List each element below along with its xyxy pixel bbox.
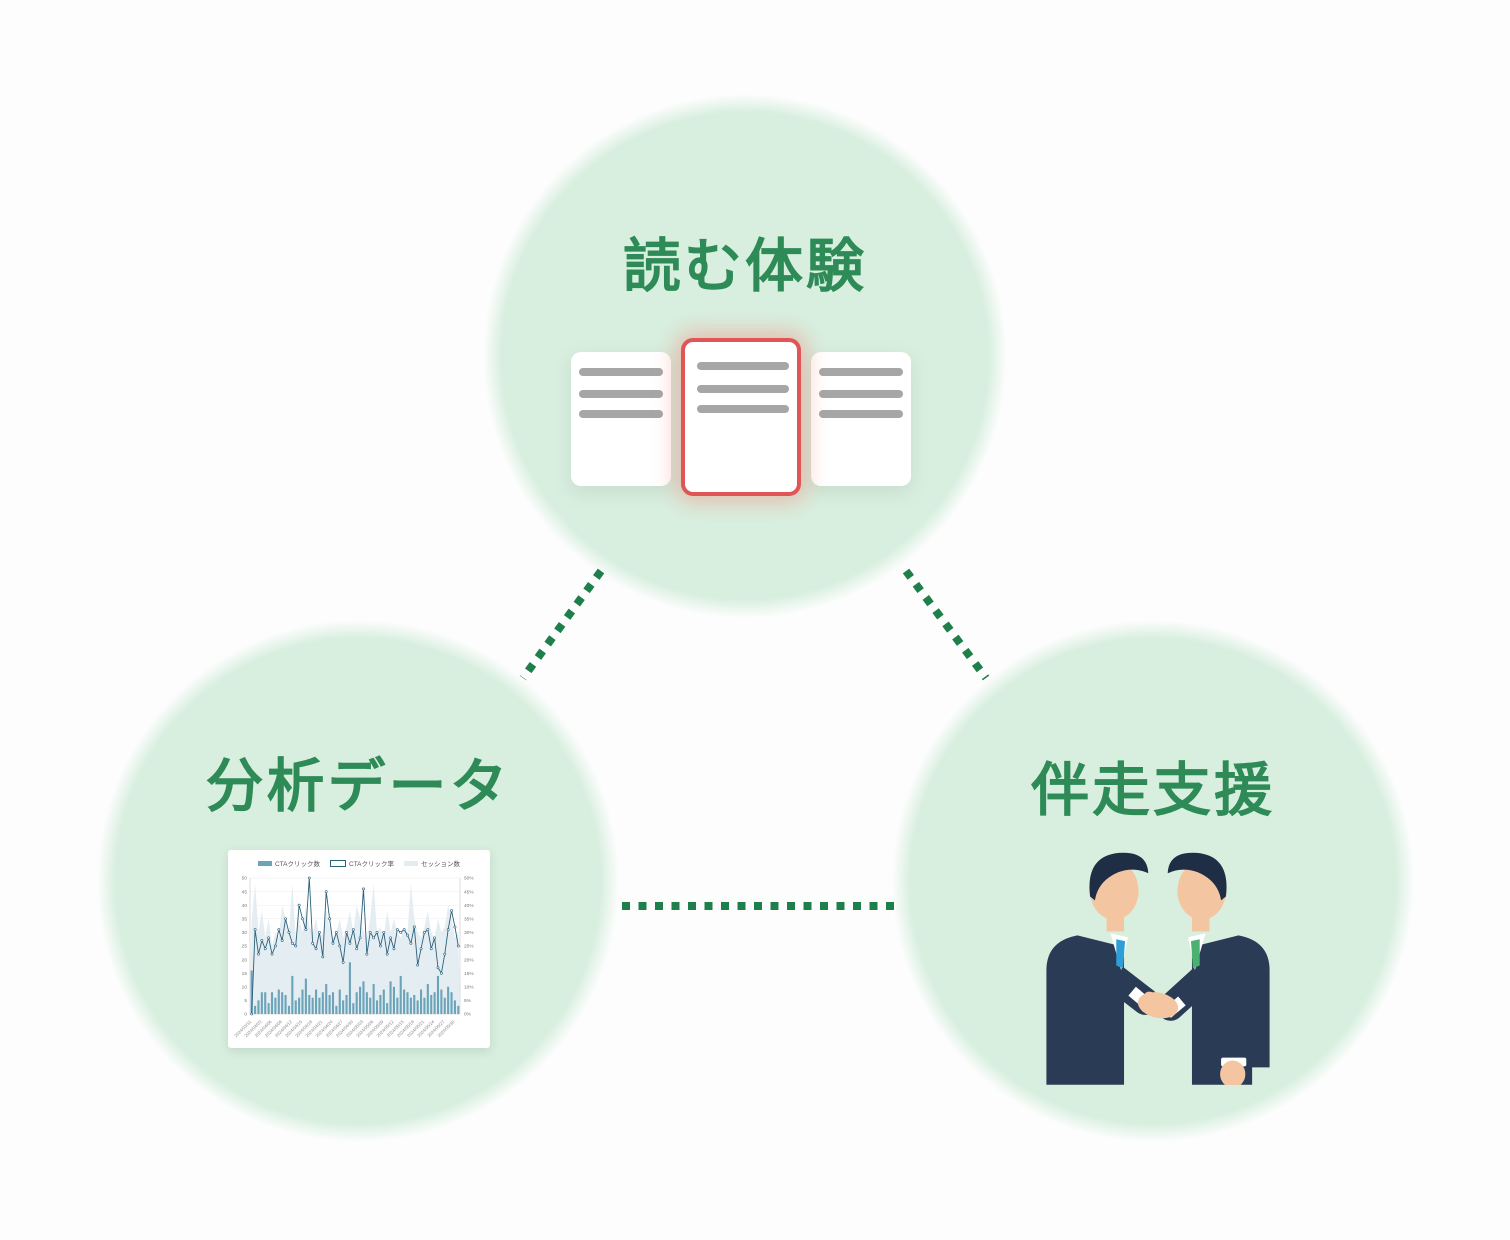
analytics-data-title: 分析データ [205,754,511,819]
hair [1089,852,1149,901]
text-line [579,410,663,418]
legend-item-cta-clicks: CTAクリック数 [257,858,320,868]
handshake-hands-icon [1128,986,1186,1019]
hanging-hand [1220,1060,1246,1088]
svg-text:40%: 40% [464,903,474,909]
text-line [579,368,663,376]
svg-text:5: 5 [244,998,247,1004]
svg-text:15%: 15% [464,971,474,977]
legend-label: CTAクリック数 [274,861,320,868]
tie-blue [1116,939,1126,969]
svg-text:45: 45 [242,889,248,895]
chart-legend: CTAクリック数 CTAクリック率 セッション数 [228,850,490,872]
text-line [579,390,663,398]
svg-text:50: 50 [242,876,248,882]
handshake-svg [1046,852,1270,1088]
svg-text:50%: 50% [464,876,474,882]
svg-text:40: 40 [242,903,248,909]
legend-label: セッション数 [421,861,461,868]
connector-top-to-left [519,568,605,681]
thumb [1143,991,1156,1004]
document-card-right [811,352,911,486]
line-swatch-icon [330,859,346,867]
svg-text:10%: 10% [464,985,474,991]
text-line [697,362,789,370]
document-card-left [571,352,671,486]
document-card-highlighted [681,338,801,496]
svg-text:0%: 0% [464,1012,472,1018]
legend-item-sessions: セッション数 [404,858,460,868]
businessman-right [1157,852,1270,1088]
svg-text:30%: 30% [464,930,474,936]
svg-text:25%: 25% [464,944,474,950]
hair [1167,852,1227,901]
svg-text:10: 10 [242,985,248,991]
text-line [819,390,903,398]
reading-experience-title: 読む体験 [622,234,867,299]
suit-body [1046,935,1125,1085]
text-line [697,385,789,393]
svg-text:35%: 35% [464,917,474,923]
legend-item-cta-rate: CTAクリック率 [330,858,394,868]
text-line [819,410,903,418]
chart-plot-area: 0 0% 5 5% 10 10% 15 15% 20 20% 25 25% 30 30% 35 35% 40 40… [233,876,474,1039]
tie-green [1190,939,1200,969]
circle-reading-experience: 読む体験 [483,94,1007,618]
text-line [819,368,903,376]
businessman-left [1046,852,1159,1085]
circle-support: 伴走支援 [892,620,1414,1142]
document-cards-illustration [571,338,911,500]
svg-text:30: 30 [242,930,248,936]
legend-label: CTAクリック率 [349,861,395,868]
svg-text:0: 0 [244,1012,247,1018]
svg-text:15: 15 [242,971,248,977]
svg-text:35: 35 [242,917,248,923]
bar-swatch-icon [257,860,272,866]
area-swatch-icon [404,860,419,866]
connector-top-to-right [902,568,990,681]
svg-text:20: 20 [242,957,248,963]
analytics-chart-illustration: CTAクリック数 CTAクリック率 セッション数 0 0% 5 5% 10 10% 15 15… [228,850,490,1048]
handshake-illustration [1027,842,1289,1088]
svg-text:5%: 5% [464,998,472,1004]
svg-text:25: 25 [242,944,248,950]
support-title: 伴走支援 [1030,758,1275,823]
text-line [697,405,789,413]
circle-analytics-data: 分析データ CTAクリック数 CTAクリック率 セッション数 0 0% 5 5% 10 1… [97,620,619,1142]
svg-text:45%: 45% [464,889,474,895]
svg-text:20%: 20% [464,957,474,963]
